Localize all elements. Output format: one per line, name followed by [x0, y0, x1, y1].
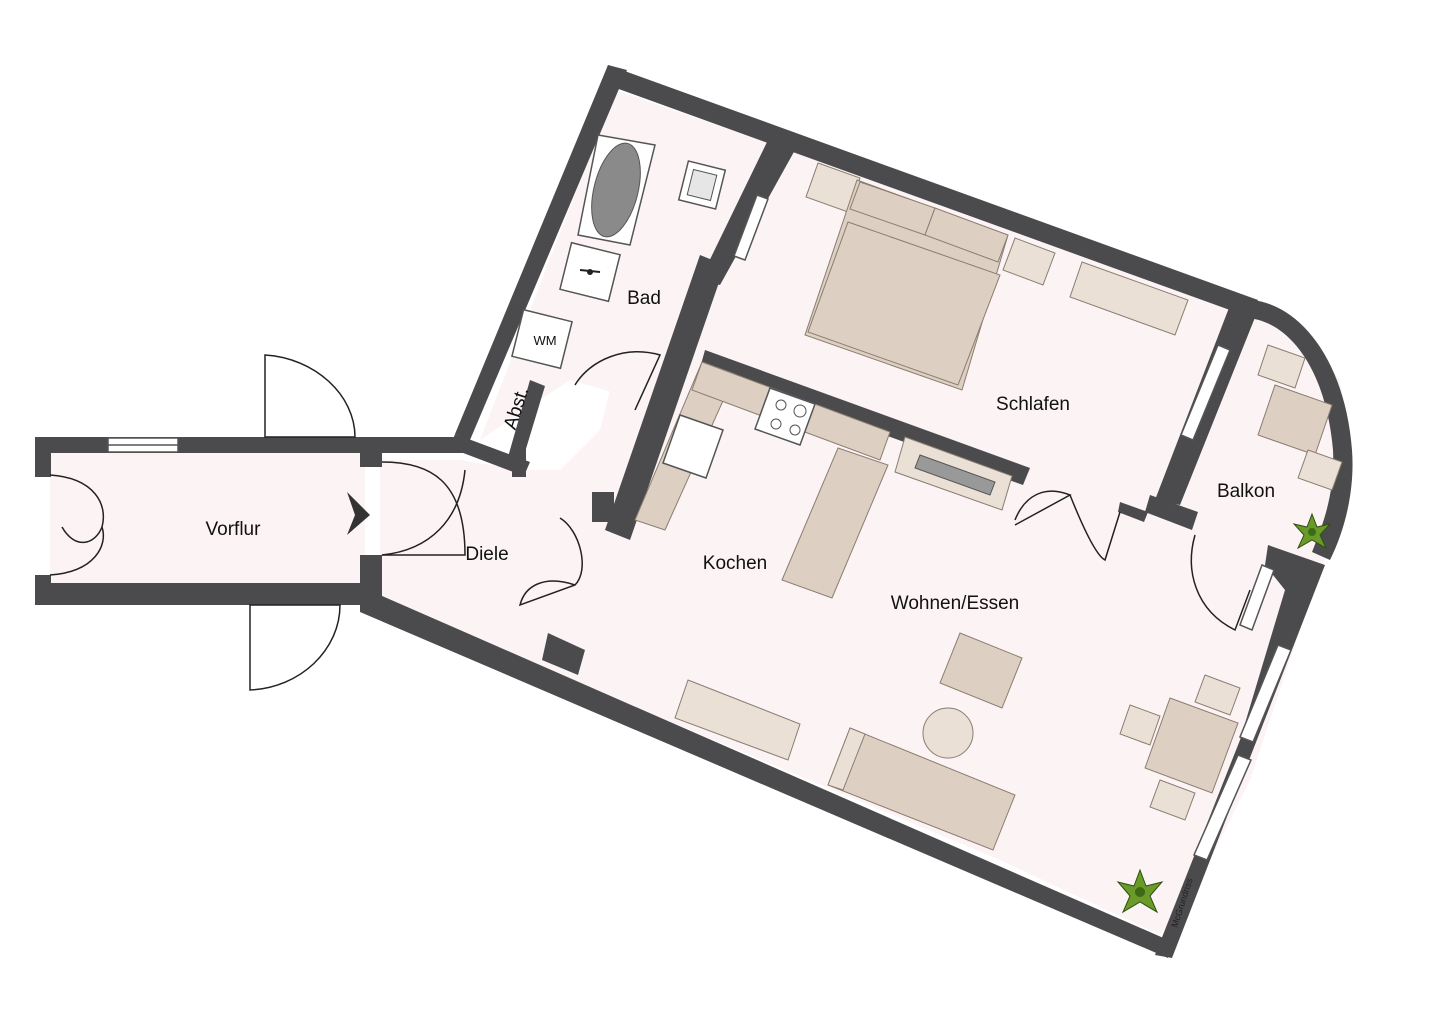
wall-bad-kitchen	[605, 255, 725, 540]
wall-vorflur-left-low	[35, 575, 51, 605]
door-vorflur-top	[264, 354, 356, 438]
entrance-arrow-icon	[347, 492, 370, 535]
dining-chair-1	[1194, 674, 1241, 716]
wall-balkon-bottom	[1145, 495, 1198, 530]
duvet	[807, 221, 1001, 386]
kitchen-island	[781, 447, 889, 599]
living-furniture	[674, 632, 1241, 851]
wall-diele-column	[542, 633, 585, 675]
plant-icon	[1292, 512, 1332, 550]
door-schlafen2	[1069, 494, 1121, 562]
label-schlafen: Schlafen	[996, 394, 1070, 415]
door-vorflur-left	[49, 474, 104, 544]
wm-label: WM	[533, 333, 556, 348]
label-diele: Diele	[465, 544, 508, 565]
window-wohnen-1	[1239, 644, 1292, 743]
dining-chair-2	[1119, 704, 1161, 746]
balcony-chair-1	[1257, 344, 1306, 389]
window-bad	[733, 194, 769, 261]
wall-schlafen-bottom	[700, 350, 1030, 485]
sofa-back	[827, 727, 866, 791]
tv-icon	[914, 454, 996, 496]
windows	[107, 194, 1292, 861]
washing-machine-icon	[511, 308, 573, 370]
wall-bad-right	[700, 140, 795, 285]
wall-vorflur-right-bot	[360, 555, 382, 605]
balcony-furniture	[1257, 344, 1343, 491]
doors	[49, 351, 1251, 691]
door-kitchen	[518, 517, 583, 607]
window-schlafen	[1180, 344, 1231, 441]
wall-abst	[508, 380, 545, 462]
window-wohnen-2	[1192, 754, 1253, 861]
label-bad: Bad	[627, 288, 661, 309]
nightstand-right	[1002, 237, 1056, 286]
label-kochen: Kochen	[703, 553, 767, 574]
wall-diele-top	[360, 437, 465, 453]
wall-top	[602, 65, 1258, 318]
label-vorflur: Vorflur	[206, 519, 262, 540]
door-bad	[574, 351, 662, 411]
door-diele-entry	[381, 461, 466, 556]
wall-kitchen-stub	[592, 492, 614, 522]
label-balkon: Balkon	[1217, 481, 1275, 502]
dresser	[1069, 261, 1189, 336]
wall-wohnen-stub	[1118, 502, 1148, 522]
door-vorflur-bottom	[249, 604, 341, 691]
dining-table	[1144, 697, 1239, 794]
bedroom-furniture	[804, 162, 1189, 511]
door-schlafen	[1014, 490, 1072, 526]
sideboard	[674, 679, 801, 761]
kitchen-sink-icon	[662, 414, 724, 479]
kitchen-furniture	[634, 361, 891, 599]
balcony-chair-2	[1297, 449, 1343, 491]
wall-vorflur-top	[35, 437, 365, 453]
dining-chair-3	[1149, 779, 1196, 821]
plants	[1116, 512, 1332, 914]
pillow-right	[924, 207, 1009, 263]
plant-icon	[1116, 868, 1164, 914]
window-balkon-door	[1239, 564, 1275, 631]
coffee-table	[922, 707, 974, 759]
door-vorflur-left2	[49, 526, 104, 576]
label-wohnen-essen: Wohnen/Essen	[891, 593, 1020, 614]
door-balkon	[1190, 534, 1251, 632]
door-diele-entry-swing	[381, 469, 466, 556]
wall-bad-bottom	[450, 434, 530, 476]
wall-bottom	[360, 595, 1168, 958]
wall-vorflur-bottom	[35, 583, 365, 605]
wall-balkon-curve	[1248, 300, 1353, 560]
floor-vorflur	[50, 452, 365, 595]
wall-bad-left	[455, 65, 627, 440]
bathroom-fixtures: WM	[511, 134, 727, 370]
armchair-icon	[939, 632, 1023, 709]
wall-vorflur-left	[35, 437, 51, 477]
